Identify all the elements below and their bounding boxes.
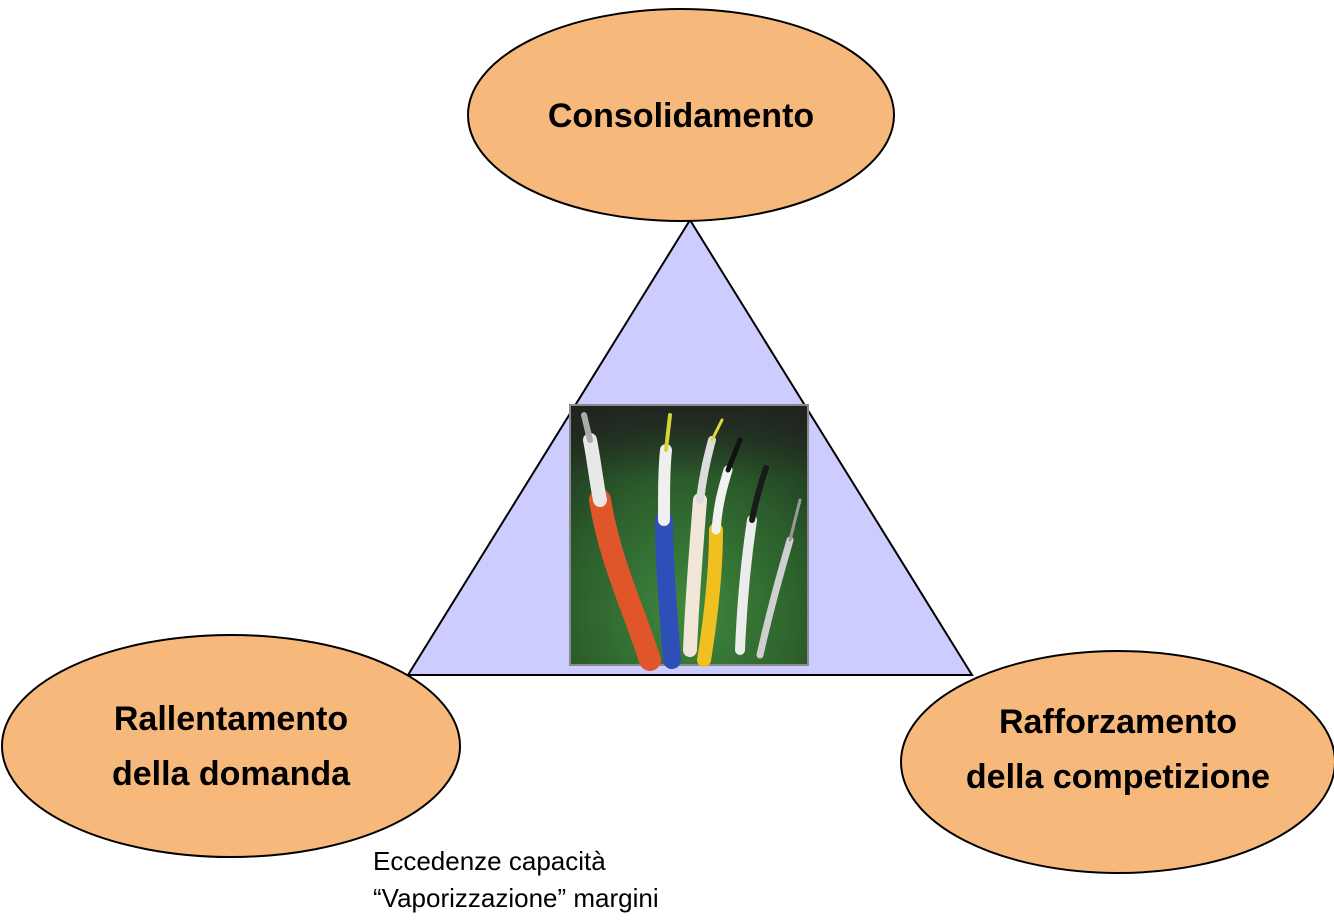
node-label-rafforzamento-line2: della competizione [966,758,1270,796]
note-eccedenze: Eccedenze capacità [373,846,606,876]
node-label-consolidamento: Consolidamento [548,97,814,135]
cables-photo [569,404,809,671]
node-ellipse-top [467,8,895,222]
node-label-rafforzamento-line1: Rafforzamento [999,703,1237,741]
node-label-rallentamento-line1: Rallentamento [114,700,348,738]
node-ellipse-left [1,634,461,858]
node-rallentamento: Rallentamento della domanda [1,634,461,858]
node-consolidamento: Consolidamento [467,8,895,222]
node-rafforzamento: Rafforzamento della competizione [900,650,1334,874]
node-label-rallentamento-line2: della domanda [112,755,351,793]
note-vaporizzazione: “Vaporizzazione” margini [373,883,659,913]
node-ellipse-right [900,650,1334,874]
